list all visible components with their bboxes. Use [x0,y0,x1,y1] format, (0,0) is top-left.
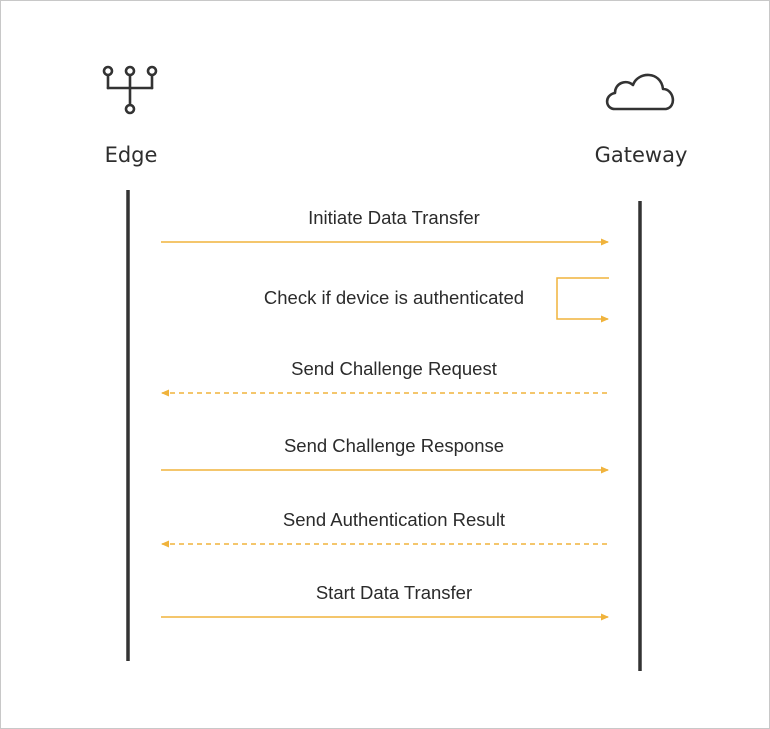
network-hub-icon [102,65,158,115]
message-label-send-authentication-result: Send Authentication Result [282,509,506,530]
message-label-initiate-data-transfer: Initiate Data Transfer [308,207,480,228]
message-label-start-data-transfer: Start Data Transfer [315,582,473,603]
message-label-send-challenge-response: Send Challenge Response [283,435,505,456]
message-arrow-check-authenticated [556,277,609,323]
gateway-label: Gateway [594,143,688,167]
message-label-send-challenge-request: Send Challenge Request [291,358,497,379]
edge-label: Edge [104,143,158,167]
message-label-check-authenticated: Check if device is authenticated [263,287,525,308]
cloud-icon [605,73,675,111]
